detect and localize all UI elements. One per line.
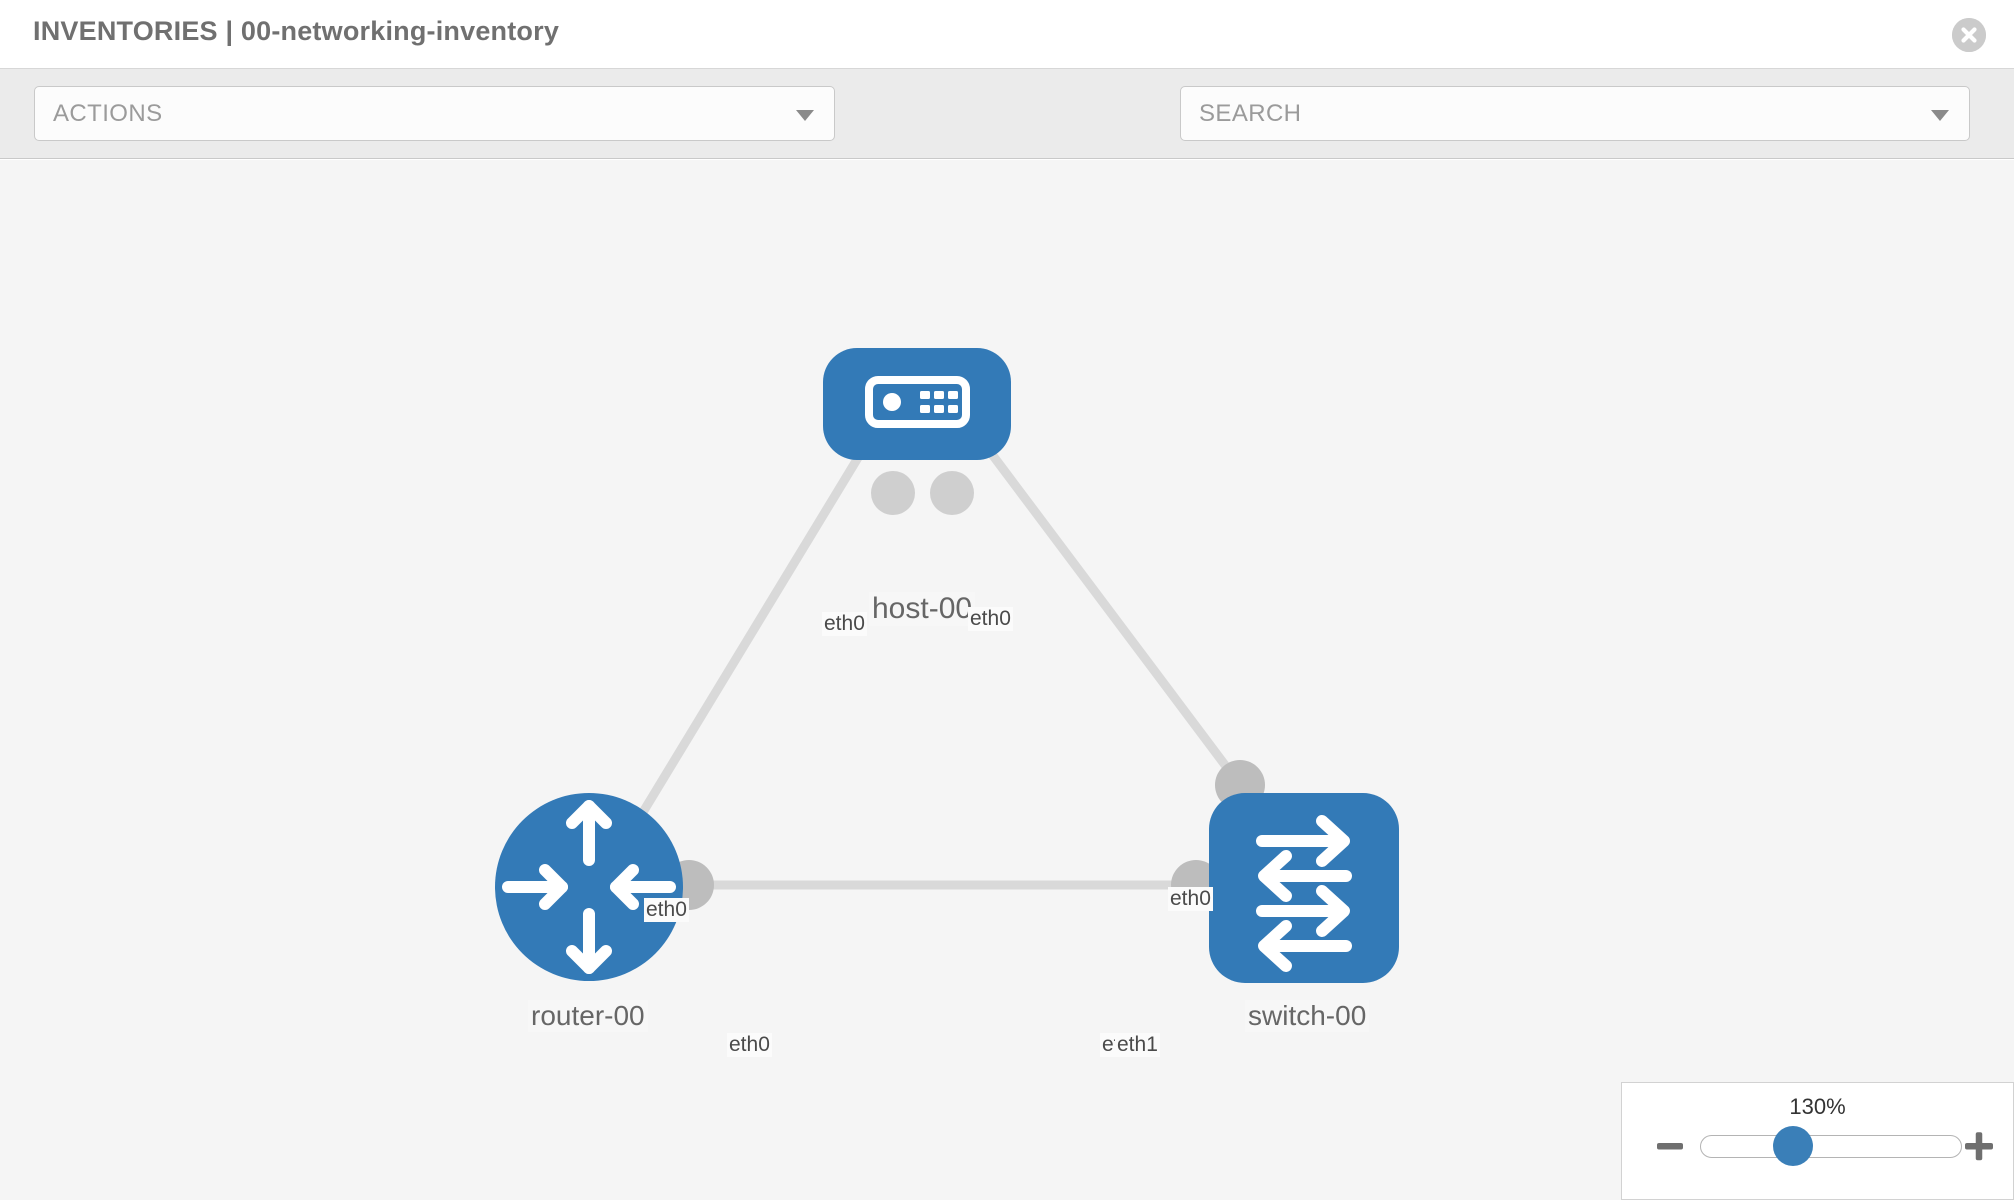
toolbar: ACTIONS SEARCH [0, 69, 2014, 202]
zoom-slider[interactable] [1700, 1135, 1962, 1158]
edge-label-router-up-eth0: eth0 [644, 898, 689, 922]
search-placeholder: SEARCH [1199, 100, 1302, 127]
chevron-down-icon [796, 110, 814, 121]
node-router-00[interactable] [495, 793, 683, 981]
page-title: INVENTORIES | 00-networking-inventory [33, 16, 560, 46]
plus-icon[interactable] [1962, 1129, 1996, 1163]
page-header: INVENTORIES | 00-networking-inventory [0, 0, 2014, 69]
node-host-00[interactable] [823, 348, 1011, 460]
zoom-level-label: 130% [1789, 1094, 1846, 1119]
actions-dropdown[interactable]: ACTIONS [34, 86, 835, 141]
actions-dropdown-label: ACTIONS [53, 100, 163, 127]
edge-label-host-left-eth0: eth0 [822, 612, 867, 636]
minus-icon[interactable] [1653, 1129, 1687, 1163]
edge-host-switch [950, 400, 1245, 790]
topology-graph [495, 348, 1399, 983]
node-label-router-00: router-00 [528, 1000, 648, 1032]
connector-nub-host-left [871, 471, 915, 515]
edge-label-router-right-eth0: eth0 [727, 1033, 772, 1057]
connector-nub-host-right [930, 471, 974, 515]
edge-label-host-right-eth0: eth0 [968, 607, 1013, 631]
zoom-slider-handle[interactable] [1773, 1126, 1813, 1166]
node-switch-00[interactable] [1209, 793, 1399, 983]
edge-host-router [615, 400, 895, 855]
node-label-host-00: host-00 [869, 592, 976, 626]
zoom-panel: 130% [1621, 1082, 2014, 1200]
search-input[interactable]: SEARCH [1180, 86, 1970, 141]
close-icon[interactable] [1952, 18, 1986, 52]
node-label-switch-00: switch-00 [1245, 1000, 1370, 1032]
chevron-down-icon[interactable] [1931, 110, 1949, 121]
topology-canvas[interactable]: host-00 router-00 switch-00 eth0 eth0 et… [0, 160, 2014, 1200]
edge-label-switch-up-eth0: eth0 [1168, 887, 1213, 911]
edge-label-switch-left-eth1: eth1 [1115, 1033, 1160, 1057]
